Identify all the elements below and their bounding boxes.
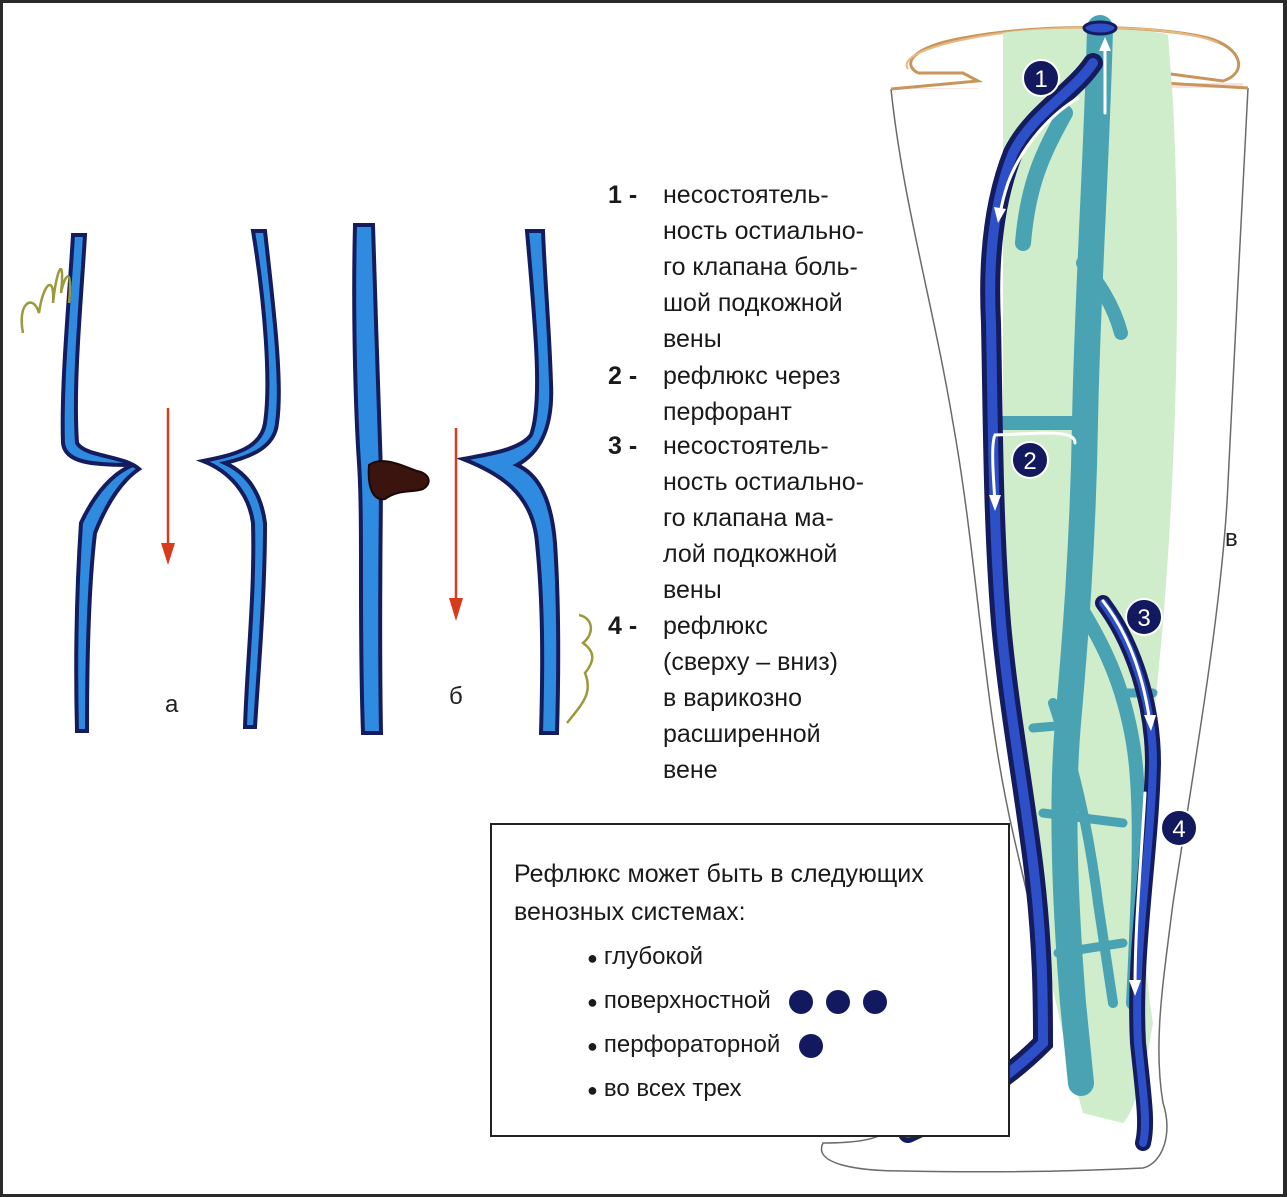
legend-text: рефлюкс (сверху – вниз) в варикозно расш… [663, 608, 903, 788]
reflux-systems-box: Рефлюкс может быть в следующих венозных … [490, 823, 1010, 1137]
legend-number: 4 - [608, 608, 658, 644]
legend-number: 1 - [608, 177, 658, 213]
marker-dots [799, 1032, 836, 1060]
down-arrow-icon [161, 408, 175, 565]
marker-3: 3 [1126, 599, 1162, 635]
marker-3-number: 3 [1137, 605, 1150, 632]
legend-number: 3 - [608, 428, 658, 464]
panel-b-label: б [449, 683, 463, 711]
info-box-title: Рефлюкс может быть в следующих венозных … [514, 855, 994, 931]
signature-mark [22, 269, 70, 333]
panel-a-label: а [165, 691, 178, 719]
panel-v-label: в [1225, 525, 1238, 553]
marker-dot [826, 990, 850, 1014]
panel-a-vein [63, 231, 279, 731]
marker-2: 2 [1012, 442, 1048, 478]
signature-mark [567, 615, 592, 723]
marker-1-number: 1 [1034, 66, 1047, 93]
system-label: перфораторной [604, 1031, 780, 1058]
legend-number: 2 - [608, 358, 658, 394]
marker-4: 4 [1161, 810, 1197, 846]
legend-text: рефлюкс через перфорант [663, 358, 903, 430]
system-item-all-three: ●во всех трех [587, 1075, 742, 1103]
system-item-superficial: ●поверхностной [587, 987, 900, 1016]
legend-text: несостоятель- ность остиально- го клапан… [663, 177, 903, 357]
marker-dot [789, 990, 813, 1014]
marker-2-number: 2 [1023, 448, 1036, 475]
system-label: поверхностной [604, 987, 771, 1014]
system-label: глубокой [604, 943, 703, 970]
marker-1: 1 [1023, 60, 1059, 96]
system-item-perforator: ●перфораторной [587, 1031, 836, 1060]
system-item-deep: ●глубокой [587, 943, 703, 971]
marker-dot [863, 990, 887, 1014]
thrombus [369, 461, 429, 499]
marker-4-number: 4 [1172, 816, 1185, 843]
marker-dot [799, 1034, 823, 1058]
diagram-canvas: 1 2 3 4 а б в 1 - несостоятель- ность ос… [3, 3, 1283, 1194]
system-label: во всех трех [604, 1075, 742, 1102]
down-arrow-icon [449, 428, 463, 621]
marker-dots [789, 988, 900, 1016]
legend-text: несостоятель- ность остиально- го клапан… [663, 428, 903, 608]
